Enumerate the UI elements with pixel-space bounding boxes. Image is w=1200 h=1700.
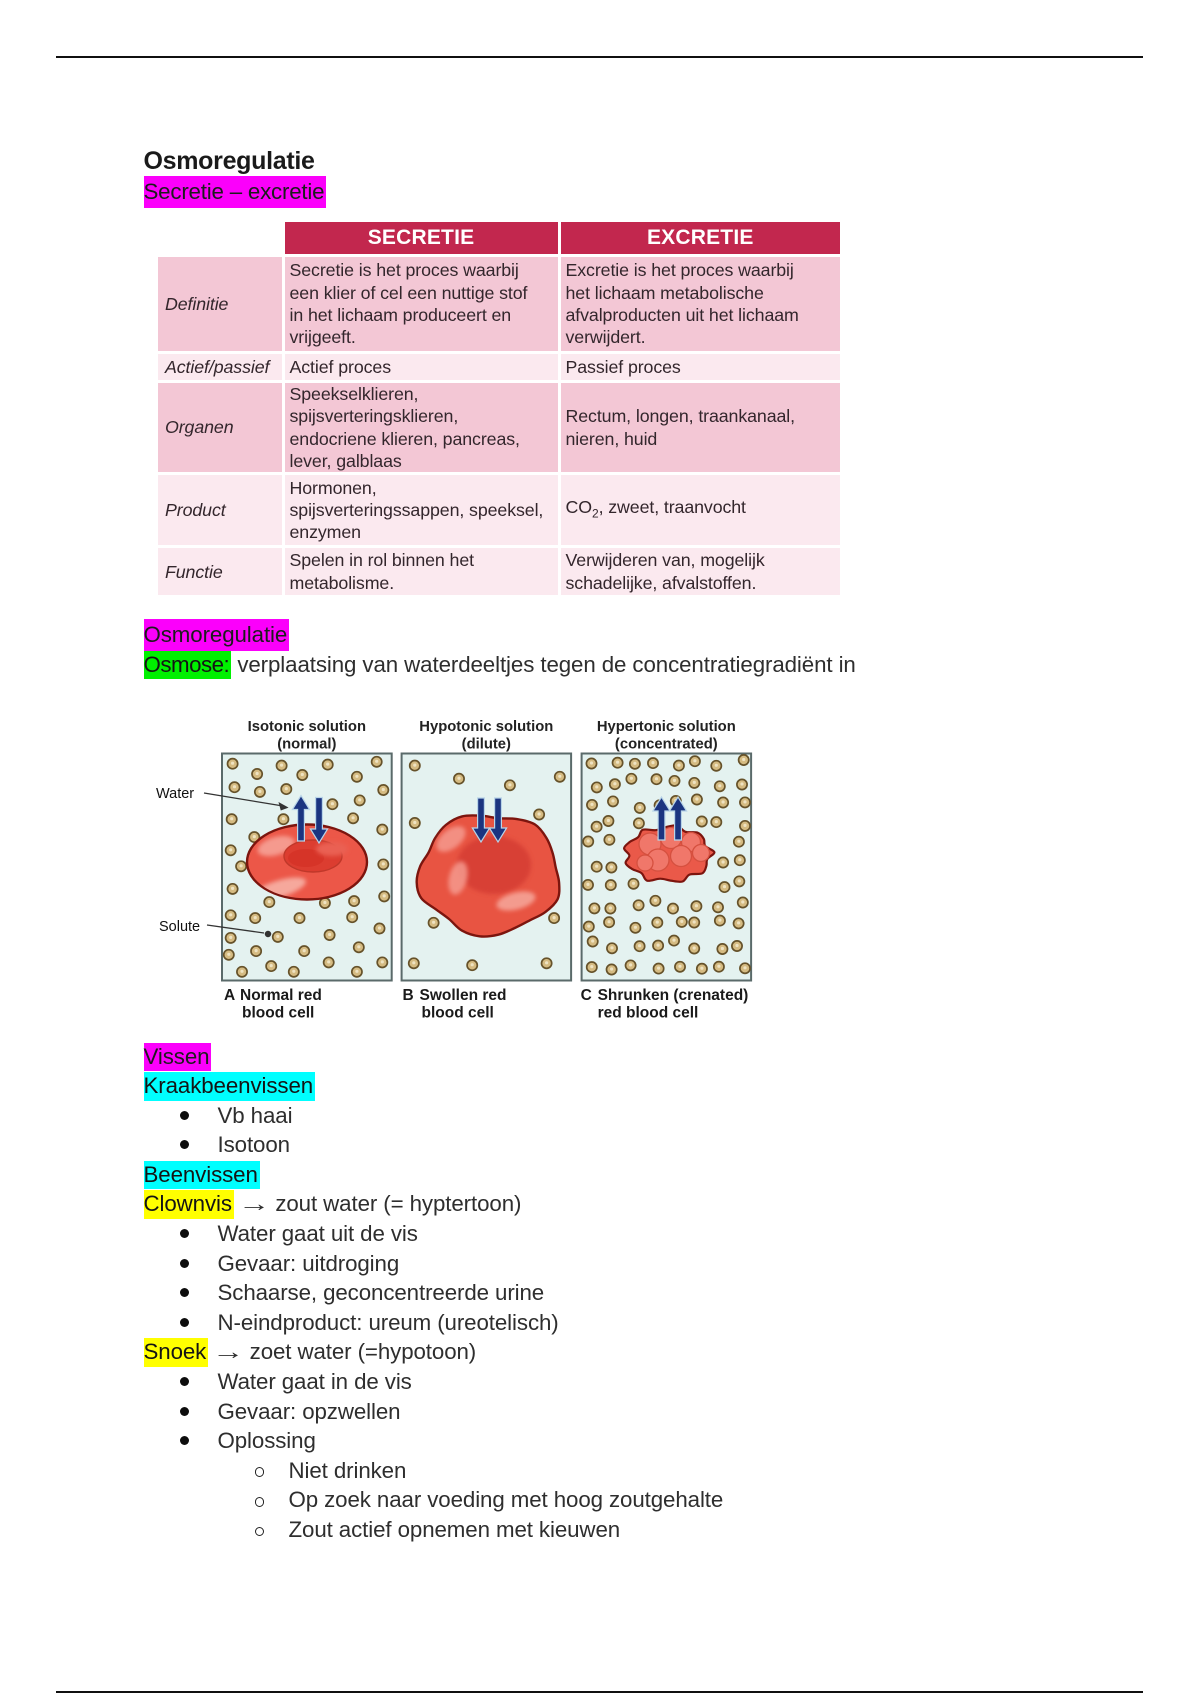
svg-text:Isotonic solution: Isotonic solution <box>248 719 366 735</box>
svg-text:C: C <box>581 987 592 1004</box>
svg-text:Hypertonic solution: Hypertonic solution <box>597 719 736 735</box>
svg-text:Swollen red: Swollen red <box>420 987 507 1004</box>
svg-text:B: B <box>403 987 414 1004</box>
svg-text:(normal): (normal) <box>277 737 336 753</box>
svg-text:Shrunken (crenated): Shrunken (crenated) <box>598 987 749 1004</box>
svg-text:Normal red: Normal red <box>240 987 322 1004</box>
svg-text:Solute: Solute <box>159 919 200 935</box>
svg-text:blood cell: blood cell <box>242 1005 314 1022</box>
svg-text:(concentrated): (concentrated) <box>615 737 718 753</box>
svg-text:Hypotonic solution: Hypotonic solution <box>419 719 553 735</box>
svg-text:red blood cell: red blood cell <box>598 1005 699 1022</box>
svg-text:blood cell: blood cell <box>422 1005 494 1022</box>
svg-text:(dilute): (dilute) <box>462 737 511 753</box>
svg-text:Water: Water <box>156 786 194 802</box>
svg-text:A: A <box>224 987 235 1004</box>
